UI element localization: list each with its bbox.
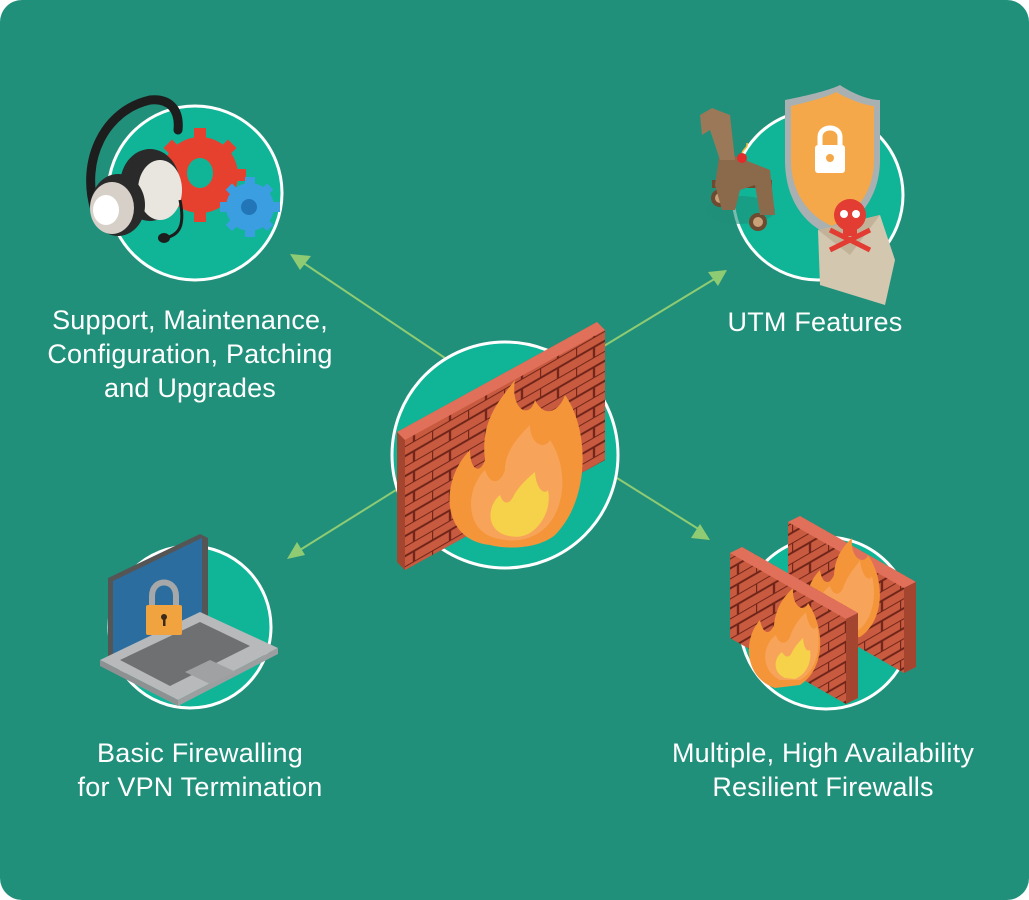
- shield-lock-icon: [785, 85, 880, 235]
- node-label-ha: Multiple, High Availability Resilient Fi…: [671, 738, 975, 802]
- arrowhead-icon: [708, 270, 727, 286]
- node-label-support: Support, Maintenance, Configuration, Pat…: [47, 305, 333, 403]
- edge-to-vpn: [287, 489, 397, 559]
- headset-and-gears-icon: [86, 95, 280, 243]
- blue-gear-icon: [220, 177, 280, 237]
- brick-wall-with-fire-icon: [397, 322, 605, 570]
- edge-to-ha: [616, 477, 710, 540]
- malware-envelope-icon: [818, 199, 895, 305]
- node-label-vpn: Basic Firewalling for VPN Termination: [77, 738, 323, 802]
- arrowhead-icon: [691, 524, 710, 540]
- edge-to-support: [290, 254, 446, 359]
- arrowhead-icon: [290, 254, 311, 270]
- trojan-horse-icon: [700, 108, 775, 231]
- laptop-with-padlock-icon: [100, 534, 278, 706]
- double-firewall-icon: [730, 516, 916, 704]
- edge-to-utm: [603, 270, 727, 347]
- trojan-shield-malware-icon: [700, 85, 895, 305]
- arrowhead-icon: [287, 542, 305, 559]
- node-label-utm: UTM Features: [727, 307, 903, 337]
